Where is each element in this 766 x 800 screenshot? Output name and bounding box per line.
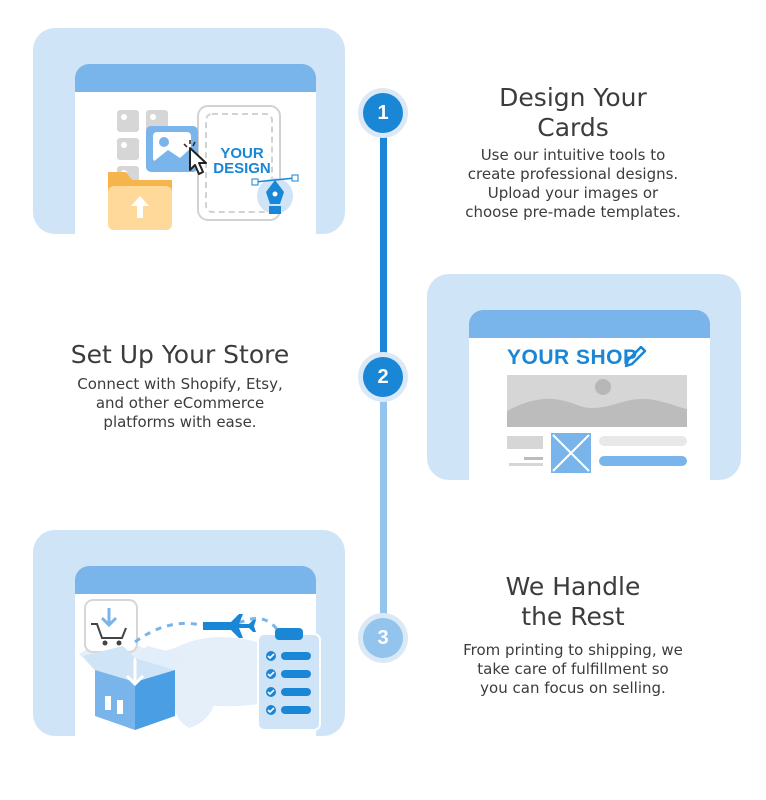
step-2-desc-line: Connect with Shopify, Etsy, [77, 375, 283, 393]
cart-download-icon [84, 599, 138, 653]
timeline-line-lower [380, 376, 387, 636]
step-2-description: Connect with Shopify, Etsy, and other eC… [40, 375, 320, 432]
pencil-icon [624, 346, 647, 368]
shop-title-label: YOUR SHOP [507, 346, 638, 369]
shop-illustration [507, 375, 687, 473]
step-2-number: 2 [377, 365, 389, 388]
step-3-title-line1: We Handle [505, 572, 641, 601]
step-3-badge: 3 [363, 618, 403, 658]
step-3-desc-line: From printing to shipping, we [463, 641, 683, 659]
step-1-number: 1 [377, 101, 389, 124]
step-3-desc-line: take care of fulfillment so [477, 660, 669, 678]
airplane-icon [203, 614, 256, 638]
step-3-desc-line: you can focus on selling. [480, 679, 666, 697]
browser-bar [75, 566, 316, 594]
step-1-title: Design Your Cards [443, 83, 703, 143]
step-3-title: We Handle the Rest [443, 572, 703, 632]
step-1-desc-line: Use our intuitive tools to [480, 146, 666, 164]
timeline-line-upper [380, 120, 387, 376]
step-2-desc-line: platforms with ease. [103, 413, 257, 431]
browser-bar [469, 310, 710, 338]
step-3-title-line2: the Rest [521, 602, 625, 631]
step-2-title: Set Up Your Store [70, 340, 290, 369]
step-2-desc-line: and other eCommerce [95, 394, 265, 412]
step-1-desc-line: Upload your images or [487, 184, 659, 202]
shipping-box-icon [83, 646, 187, 730]
step-2-badge: 2 [363, 357, 403, 397]
step-1-desc-line: create professional designs. [467, 165, 679, 183]
step-1-title-line1: Design Your [499, 83, 647, 112]
design-card-label: YOUR DESIGN [212, 146, 272, 176]
checklist-icon [257, 628, 321, 731]
step-1-title-line2: Cards [537, 113, 609, 142]
step-3-number: 3 [377, 626, 389, 649]
fulfillment-illustration [79, 599, 321, 731]
step-1-desc-line: choose pre-made templates. [465, 203, 681, 221]
step-1-badge: 1 [363, 93, 403, 133]
step-1-description: Use our intuitive tools to create profes… [433, 146, 713, 222]
step-3-description: From printing to shipping, we take care … [423, 641, 723, 698]
browser-bar [75, 64, 316, 92]
design-card-label-line2: DESIGN [213, 160, 271, 177]
design-illustration [108, 105, 299, 230]
design-card-label-line1: YOUR [220, 145, 264, 162]
